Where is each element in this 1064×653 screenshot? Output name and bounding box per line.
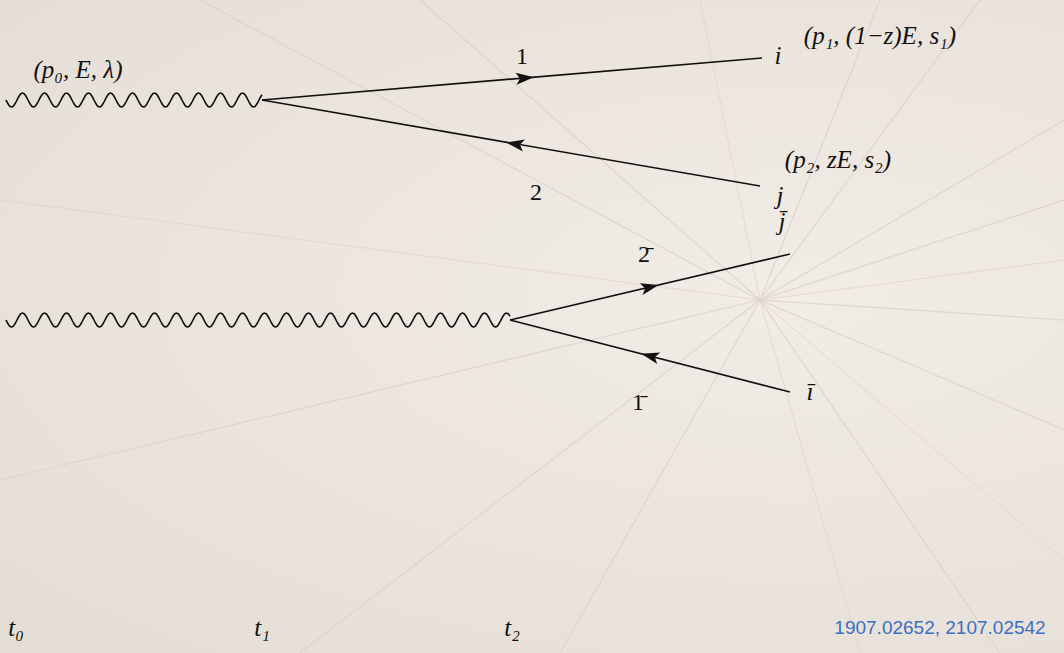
photon-line [6, 313, 510, 327]
index-label: i [775, 42, 782, 70]
arrowhead [505, 137, 525, 152]
arrowhead [516, 71, 535, 84]
fermion-line [262, 100, 760, 186]
fermion-line [510, 254, 790, 320]
fermion-line [510, 320, 790, 392]
index-label: j [777, 182, 784, 210]
photon-line [6, 93, 262, 107]
momentum-label: (p₂, zE, s₂) [785, 146, 891, 174]
index-label: ī [807, 378, 814, 406]
line-number: 2 [530, 179, 542, 205]
reference-link: 1907.02652, 2107.02542 [834, 618, 1045, 639]
momentum-label: (p₀, E, λ) [34, 56, 123, 84]
line-number: 1 [516, 43, 528, 69]
fermion-line [262, 58, 762, 100]
arrowhead [640, 348, 660, 364]
arrowhead [640, 279, 660, 295]
line-number: 2̄ [638, 241, 650, 267]
time-label: t₁ [254, 614, 270, 642]
time-label: t₂ [504, 614, 520, 642]
line-number: 1̄ [632, 389, 644, 415]
index-label: j̄ [779, 208, 786, 236]
time-label: t₀ [8, 614, 24, 642]
momentum-label: (p₁, (1−z)E, s₁) [804, 22, 956, 50]
